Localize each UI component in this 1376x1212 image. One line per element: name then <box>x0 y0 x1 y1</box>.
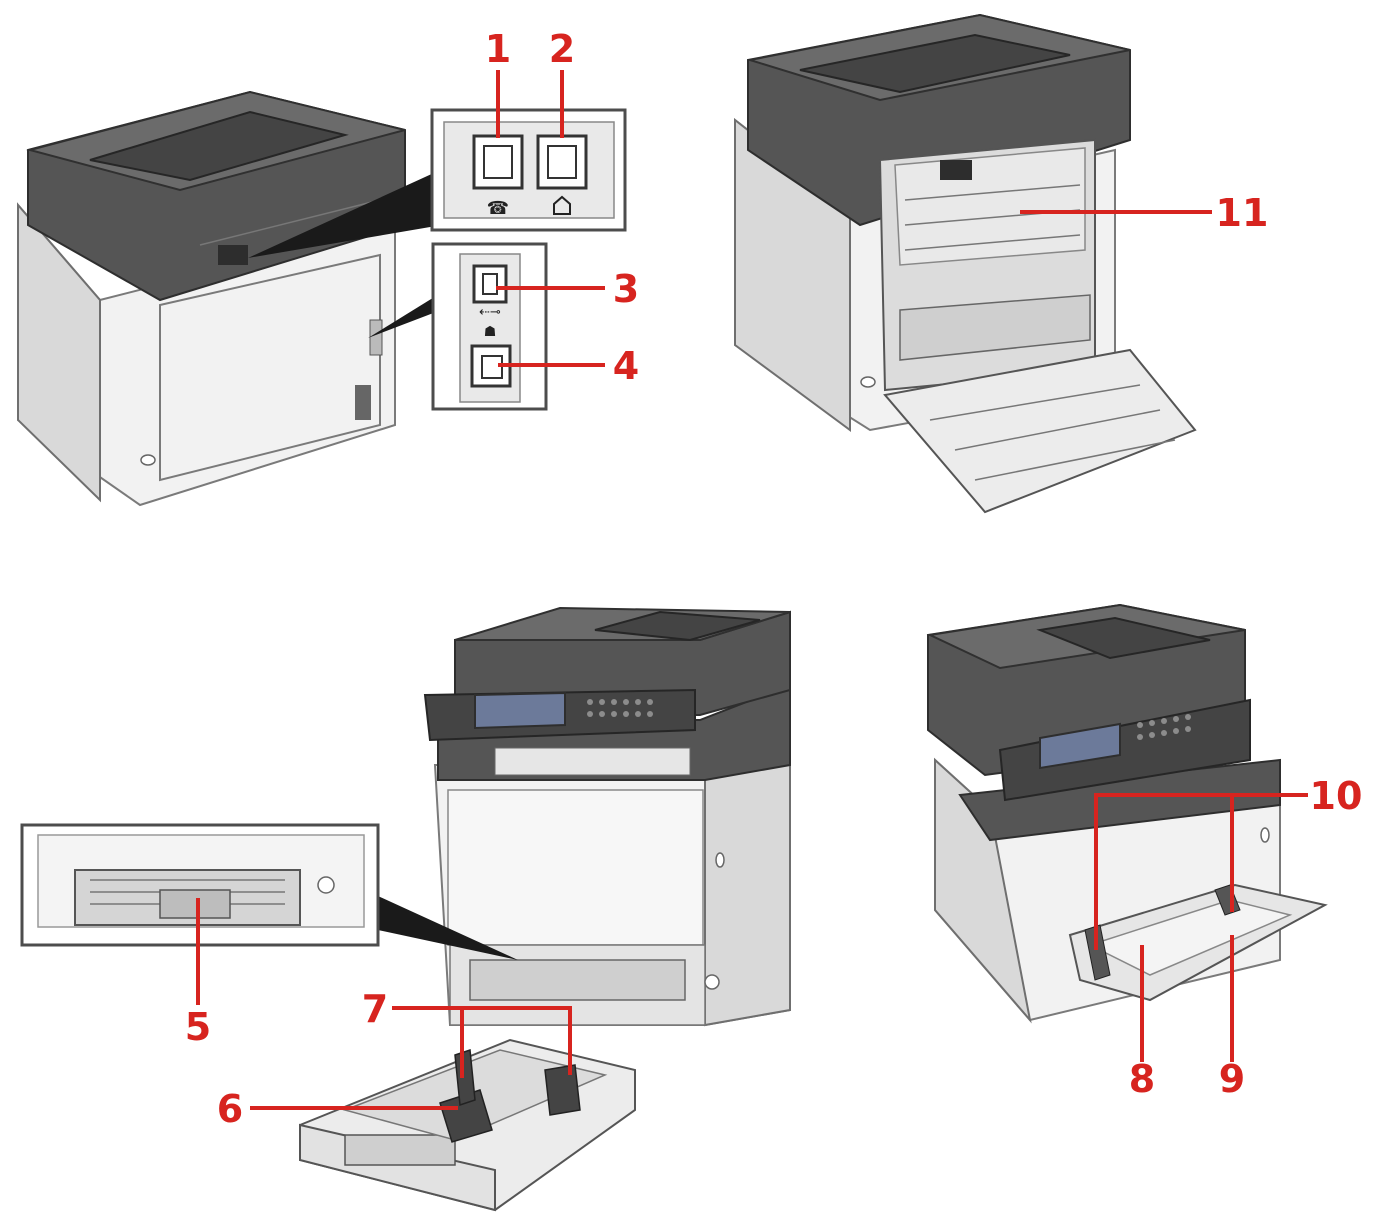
callout-5: 5 <box>185 1005 211 1049</box>
usb-network-inset: ⇠⊸ ☗ <box>431 242 548 411</box>
callout-2: 2 <box>549 27 575 71</box>
callout-8: 8 <box>1129 1057 1155 1101</box>
usb-icon: ⇠⊸ <box>479 305 501 320</box>
home-icon <box>553 195 571 215</box>
callout-1: 1 <box>485 27 511 71</box>
printer-rear-cover-open <box>734 13 1197 514</box>
printer-front-view <box>378 606 791 1027</box>
keypad-d <box>1137 714 1191 740</box>
paper-cassette <box>299 1038 636 1212</box>
callout-10: 10 <box>1310 774 1363 818</box>
callout-9: 9 <box>1219 1057 1245 1101</box>
telephone-icon: ☎ <box>487 198 509 219</box>
callout-3: 3 <box>613 267 639 311</box>
phone-ports-inset: ☎ <box>430 108 627 232</box>
network-icon: ☗ <box>484 324 497 340</box>
callout-4: 4 <box>613 344 639 388</box>
callout-7: 7 <box>362 987 388 1031</box>
usb-port <box>472 264 508 304</box>
printer-mp-tray-open <box>926 603 1328 1024</box>
callout-11: 11 <box>1216 191 1269 235</box>
leader-10 <box>1094 793 1234 950</box>
leader-7 <box>460 1006 572 1078</box>
leader-lines <box>196 70 1308 1110</box>
keypad <box>587 699 653 717</box>
callout-6: 6 <box>217 1087 243 1131</box>
line-port <box>472 134 524 190</box>
printer-rear-view <box>17 90 436 507</box>
callout-numbers: 1 2 3 4 5 6 7 8 9 10 11 <box>185 27 1363 1131</box>
tel-port <box>536 134 588 190</box>
